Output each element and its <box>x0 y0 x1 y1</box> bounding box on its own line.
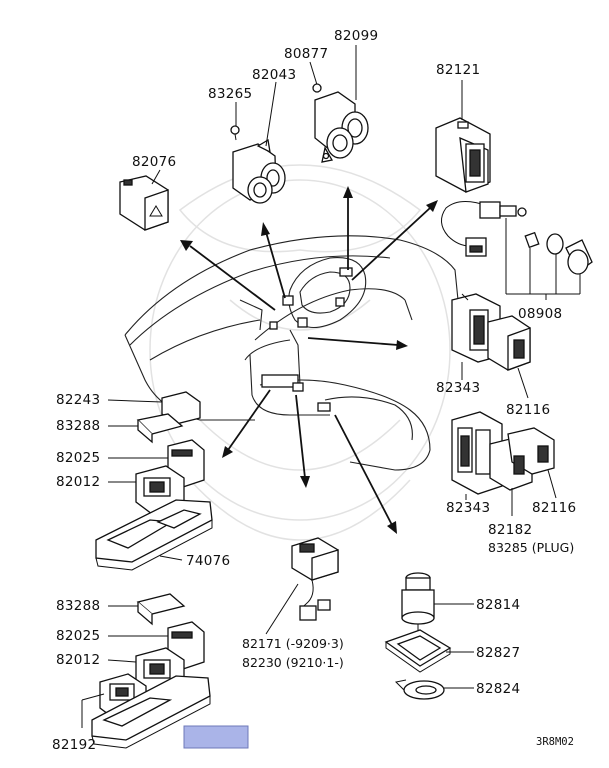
label-82025-lower[interactable]: 82025 <box>56 628 100 644</box>
label-83285-plug[interactable]: 83285 (PLUG) <box>488 540 574 555</box>
leader-82116b <box>547 469 557 499</box>
label-82025-upper[interactable]: 82025 <box>56 450 100 466</box>
label-83288-lower[interactable]: 83288 <box>56 598 100 614</box>
part-console-panel-lower <box>91 675 211 749</box>
part-82171-switch <box>291 537 339 621</box>
part-82121-switch <box>435 117 491 193</box>
part-83288-lid-lower <box>136 593 186 626</box>
label-82343-upper[interactable]: 82343 <box>436 380 480 396</box>
label-08908[interactable]: 08908 <box>518 306 562 322</box>
label-80877[interactable]: 80877 <box>284 46 328 62</box>
part-82099-switch <box>314 91 369 163</box>
part-82827-bezel <box>384 629 452 673</box>
label-82171[interactable]: 82171 (-9209·3) <box>242 636 344 651</box>
part-74076-console-panel <box>95 499 213 571</box>
label-82827[interactable]: 82827 <box>476 645 520 661</box>
vehicle-interior-outline <box>124 235 459 471</box>
label-82099[interactable]: 82099 <box>334 28 378 44</box>
label-83288-upper[interactable]: 83288 <box>56 418 100 434</box>
label-82012-lower[interactable]: 82012 <box>56 652 100 668</box>
label-82121[interactable]: 82121 <box>436 62 480 78</box>
label-82076[interactable]: 82076 <box>132 154 176 170</box>
leader-08908 <box>505 218 581 300</box>
leader-82171 <box>265 583 299 635</box>
leader-82043 <box>265 81 277 147</box>
label-82824[interactable]: 82824 <box>476 681 520 697</box>
label-82192[interactable]: 82192 <box>52 737 96 753</box>
part-82076-hazard-switch <box>119 175 169 231</box>
label-83265[interactable]: 83265 <box>208 86 252 102</box>
connection-arrows <box>180 186 438 534</box>
label-82116-lower[interactable]: 82116 <box>532 500 576 516</box>
leader-82116a <box>517 367 529 399</box>
drawing-code: 3R8M02 <box>536 736 574 748</box>
label-82012-upper[interactable]: 82012 <box>56 474 100 490</box>
highlight-box[interactable] <box>183 725 249 749</box>
label-82230[interactable]: 82230 (9210·1-) <box>242 655 344 670</box>
part-82043-switch <box>232 138 286 204</box>
label-82116-upper[interactable]: 82116 <box>506 402 550 418</box>
part-83288-lid-upper <box>136 413 184 444</box>
leader-82343-top <box>461 293 469 301</box>
part-82824-ring <box>394 679 445 700</box>
leader-82243 <box>107 399 163 403</box>
screw-83265-icon <box>230 125 240 135</box>
leader-82076 <box>151 169 161 185</box>
screw-80877-icon <box>312 83 322 93</box>
part-82116-switch-lower <box>489 427 555 491</box>
label-82343-lower[interactable]: 82343 <box>446 500 490 516</box>
part-82116-switch-upper <box>487 315 531 371</box>
leader-82012b <box>107 659 137 663</box>
label-74076[interactable]: 74076 <box>186 553 230 569</box>
label-82814[interactable]: 82814 <box>476 597 520 613</box>
label-82182[interactable]: 82182 <box>488 522 532 538</box>
watermark-emblem <box>149 164 451 541</box>
part-harness-assembly <box>441 201 593 275</box>
leader-74076 <box>159 555 183 561</box>
part-82814-lighter <box>401 572 435 636</box>
part-82243-cover <box>161 391 201 425</box>
label-82243[interactable]: 82243 <box>56 392 100 408</box>
label-82043[interactable]: 82043 <box>252 67 296 83</box>
